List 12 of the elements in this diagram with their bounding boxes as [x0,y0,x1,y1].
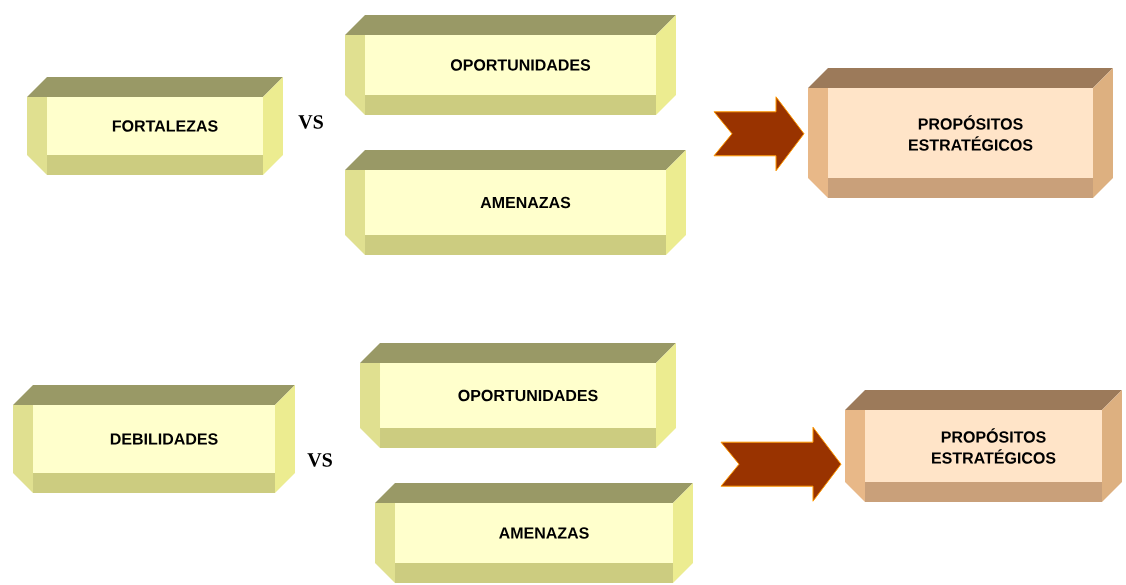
vs-label: VS [298,115,323,129]
box: PROPÓSITOS ESTRATÉGICOS [845,390,1122,502]
block-arrow [720,426,842,502]
box: AMENAZAS [375,483,693,583]
vs-label: VS [307,453,332,467]
box: OPORTUNIDADES [345,15,676,115]
box: OPORTUNIDADES [360,343,676,448]
box: AMENAZAS [345,150,686,255]
box: PROPÓSITOS ESTRATÉGICOS [808,68,1113,198]
box: DEBILIDADES [13,385,295,493]
block-arrow [713,96,805,172]
box: FORTALEZAS [27,77,283,175]
